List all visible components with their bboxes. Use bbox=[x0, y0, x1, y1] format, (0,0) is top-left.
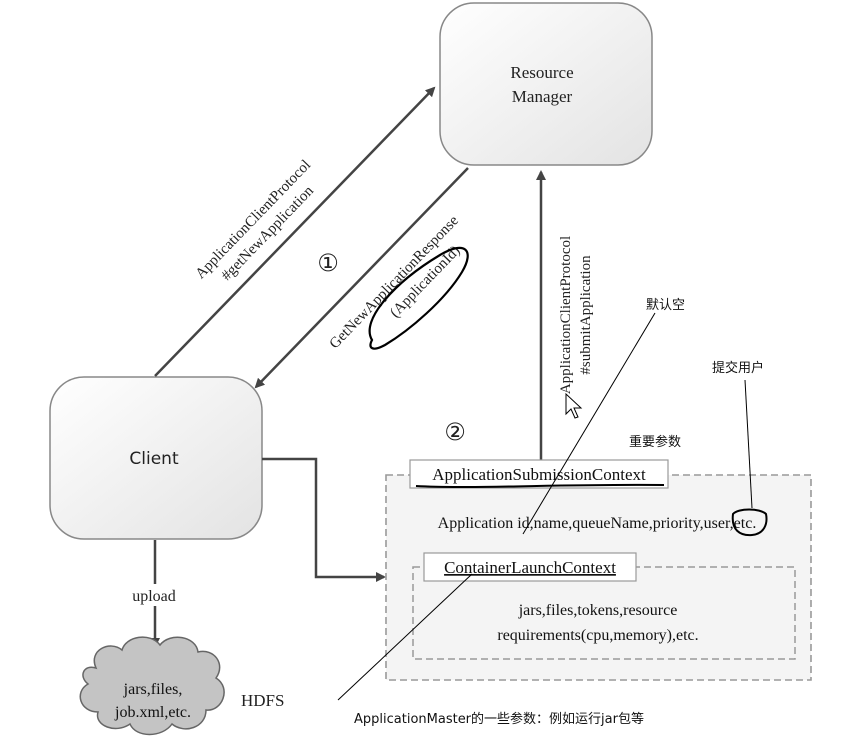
arrow-client-to-submission-context bbox=[262, 457, 386, 582]
container-launch-context-title: ContainerLaunchContext bbox=[444, 558, 616, 577]
handwritten-underline-submission-context bbox=[415, 483, 665, 488]
annotation-default-empty: 默认空 bbox=[646, 297, 685, 313]
hdfs-cloud-shape bbox=[79, 636, 225, 736]
annotation-submit-user: 提交用户 bbox=[712, 360, 764, 376]
client-node: Client bbox=[49, 376, 263, 540]
edge-label-get-new-application: ApplicationClientProtocol #getNewApplica… bbox=[193, 157, 318, 284]
step-1-marker: ① bbox=[317, 249, 339, 277]
annotation-line-default-empty bbox=[522, 312, 656, 535]
edge-label-rm-to-client-1: GetNewApplicationResponse bbox=[327, 213, 463, 353]
mouse-cursor-icon bbox=[565, 392, 583, 419]
container-launch-context-line-1: jars,files,tokens,resource bbox=[518, 602, 678, 619]
resource-manager-label-1: Resource bbox=[510, 63, 573, 82]
annotation-line-am-params bbox=[337, 573, 473, 701]
submission-context-params: Application id,name,queueName,priority,u… bbox=[438, 515, 757, 532]
resource-manager-node: Resource Manager bbox=[439, 2, 653, 166]
container-launch-context-title-box bbox=[423, 552, 637, 582]
submission-context-title-box bbox=[409, 459, 669, 489]
submission-context-title: ApplicationSubmissionContext bbox=[432, 465, 646, 484]
hdfs-content-1: jars,files, bbox=[123, 681, 183, 698]
container-launch-context-box: ContainerLaunchContext jars,files,tokens… bbox=[412, 552, 796, 660]
upload-label: upload bbox=[132, 588, 176, 605]
handwritten-circle-user bbox=[731, 508, 768, 537]
step-2-marker: ② bbox=[444, 418, 466, 446]
submission-context-box: ApplicationSubmissionContext Application… bbox=[385, 459, 812, 681]
edge-label-submit-1: ApplicationClientProtocol bbox=[558, 236, 574, 394]
annotation-line-user bbox=[744, 379, 753, 509]
edge-label-submit-application: ApplicationClientProtocol #submitApplica… bbox=[558, 236, 594, 394]
arrow-rm-to-client bbox=[254, 167, 469, 389]
annotation-important-params: 重要参数 bbox=[629, 434, 681, 450]
client-label: Client bbox=[129, 449, 179, 469]
hdfs-content-2: job.xml,etc. bbox=[114, 704, 191, 721]
hdfs-node: jars,files, job.xml,etc. bbox=[79, 636, 225, 736]
handwritten-circle-application-id bbox=[368, 246, 469, 350]
edge-label-submit-2: #submitApplication bbox=[578, 255, 594, 375]
resource-manager-label-2: Manager bbox=[512, 87, 573, 106]
annotation-am-params: ApplicationMaster的一些参数：例如运行jar包等 bbox=[354, 711, 644, 727]
upload-label-bg bbox=[122, 584, 186, 606]
arrow-client-to-rm bbox=[154, 86, 436, 377]
hdfs-label: HDFS bbox=[241, 691, 284, 710]
container-launch-context-line-2: requirements(cpu,memory),etc. bbox=[497, 627, 698, 644]
edge-label-client-to-rm-1: ApplicationClientProtocol bbox=[193, 157, 314, 282]
